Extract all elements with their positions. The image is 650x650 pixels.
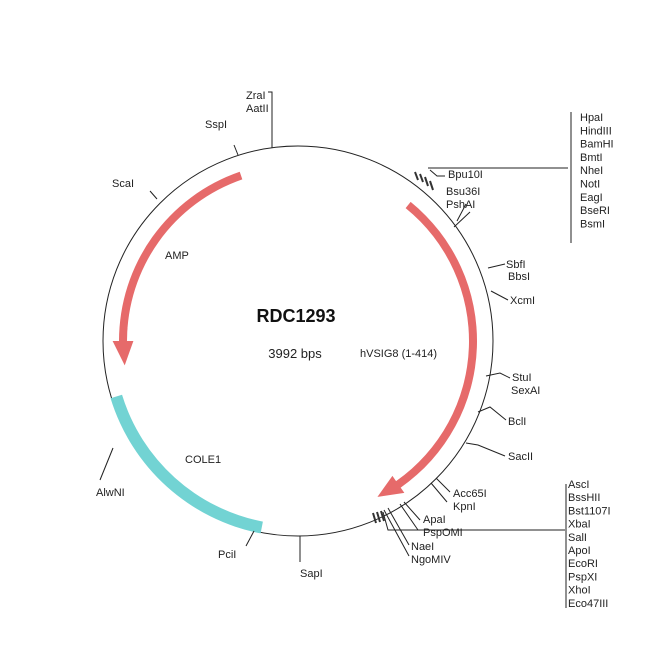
feature-label-hvsig8: hVSIG8 (1-414) <box>360 348 437 360</box>
mcs-site: ApoI <box>568 545 591 557</box>
site-acc65i: Acc65I <box>453 488 487 500</box>
site-sexai: SexAI <box>511 385 540 397</box>
mcs-site: BsmI <box>580 218 605 230</box>
site-sapi: SapI <box>300 568 323 580</box>
site-xcmi: XcmI <box>510 295 535 307</box>
site-kpni: KpnI <box>453 501 476 513</box>
site-alwni: AlwNI <box>96 487 125 499</box>
mcs-site: AscI <box>568 479 589 491</box>
mcs-marks <box>372 171 434 524</box>
site-sbfi: SbfI <box>506 259 526 271</box>
feature-arc-cole1 <box>110 394 263 534</box>
site-pcii: PciI <box>218 549 236 561</box>
mcs-site: BamHI <box>580 139 614 151</box>
site-ngomiv: NgoMIV <box>411 554 451 566</box>
mcs-site: XbaI <box>568 519 591 531</box>
mcs-site: XhoI <box>568 585 591 597</box>
mcs-site: NheI <box>580 165 603 177</box>
site-bcli: BclI <box>508 416 526 428</box>
site-naei: NaeI <box>411 541 434 553</box>
site-bpu10i: Bpu10I <box>448 169 483 181</box>
site-pshai: PshAI <box>446 199 475 211</box>
mcs-site: BseRI <box>580 205 610 217</box>
feature-label-amp: AMP <box>165 250 189 262</box>
backbone-circle <box>102 145 494 537</box>
plasmid-size: 3992 bps <box>268 346 322 361</box>
site-apai: ApaI <box>423 514 446 526</box>
feature-arc-amp <box>112 171 243 366</box>
mcs-site: EcoRI <box>568 558 598 570</box>
site-pspomi: PspOMI <box>423 527 463 539</box>
site-bbsi: BbsI <box>508 271 530 283</box>
site-scai: ScaI <box>112 178 134 190</box>
mcs-site: Eco47III <box>568 598 608 610</box>
mcs-site: HpaI <box>580 112 603 124</box>
site-ticks <box>99 91 572 608</box>
site-bsu36i: Bsu36I <box>446 186 480 198</box>
site-sacii: SacII <box>508 451 533 463</box>
mcs-site: HindIII <box>580 125 612 137</box>
mcs-site: SalI <box>568 532 587 544</box>
site-aatii: AatII <box>246 103 269 115</box>
site-stui: StuI <box>512 372 532 384</box>
mcs-site: NotI <box>580 179 600 191</box>
mcs-site: BssHII <box>568 492 600 504</box>
site-sspi: SspI <box>205 119 227 131</box>
plasmid-name: RDC1293 <box>256 306 335 326</box>
mcs-site: PspXI <box>568 571 597 583</box>
mcs-site: Bst1107I <box>568 505 611 517</box>
site-zrai: ZraI <box>246 90 266 102</box>
mcs-site: BmtI <box>580 152 603 164</box>
mcs-site: EagI <box>580 192 603 204</box>
feature-arc-hvsig8 <box>377 201 478 497</box>
feature-label-cole1: COLE1 <box>185 454 221 466</box>
